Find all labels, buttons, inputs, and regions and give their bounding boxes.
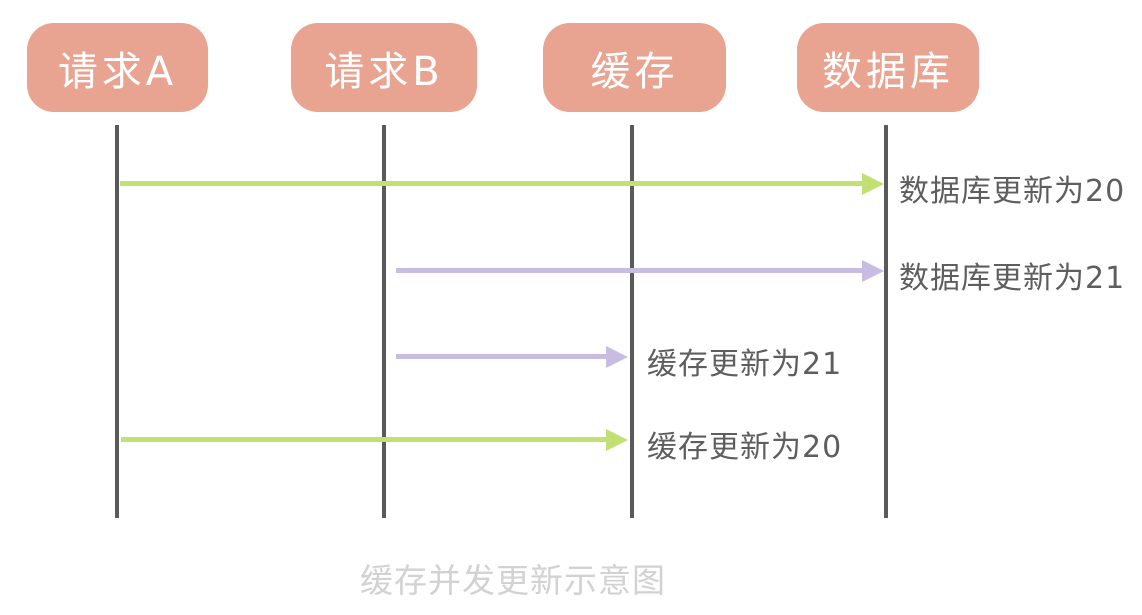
diagram-caption: 缓存并发更新示意图 <box>360 561 666 600</box>
lifeline-request-b <box>382 125 386 518</box>
actor-box-request-b: 请求B <box>291 23 477 112</box>
actor-label-cache: 缓存 <box>590 48 679 95</box>
actor-box-request-a: 请求A <box>27 23 208 112</box>
lifeline-request-a <box>115 125 119 518</box>
arrow-head-icon <box>606 429 628 451</box>
lifeline-database <box>884 125 888 518</box>
actor-label-request-b: 请求B <box>324 48 444 95</box>
message-label-cache-update-21: 缓存更新为21 <box>647 347 843 382</box>
arrow-head-icon <box>862 173 884 195</box>
message-label-cache-update-20: 缓存更新为20 <box>647 430 843 465</box>
arrow-line <box>396 354 606 359</box>
arrow-head-icon <box>606 346 628 368</box>
arrow-head-icon <box>862 260 884 282</box>
arrow-line <box>121 437 606 442</box>
message-label-db-update-20: 数据库更新为20 <box>899 174 1126 209</box>
actor-box-cache: 缓存 <box>543 23 726 112</box>
arrow-line <box>120 181 862 186</box>
arrow-line <box>396 268 862 273</box>
lifeline-cache <box>630 125 634 518</box>
actor-label-database: 数据库 <box>822 48 954 95</box>
message-label-db-update-21: 数据库更新为21 <box>899 261 1126 296</box>
actor-box-database: 数据库 <box>797 23 979 112</box>
actor-label-request-a: 请求A <box>57 48 178 95</box>
